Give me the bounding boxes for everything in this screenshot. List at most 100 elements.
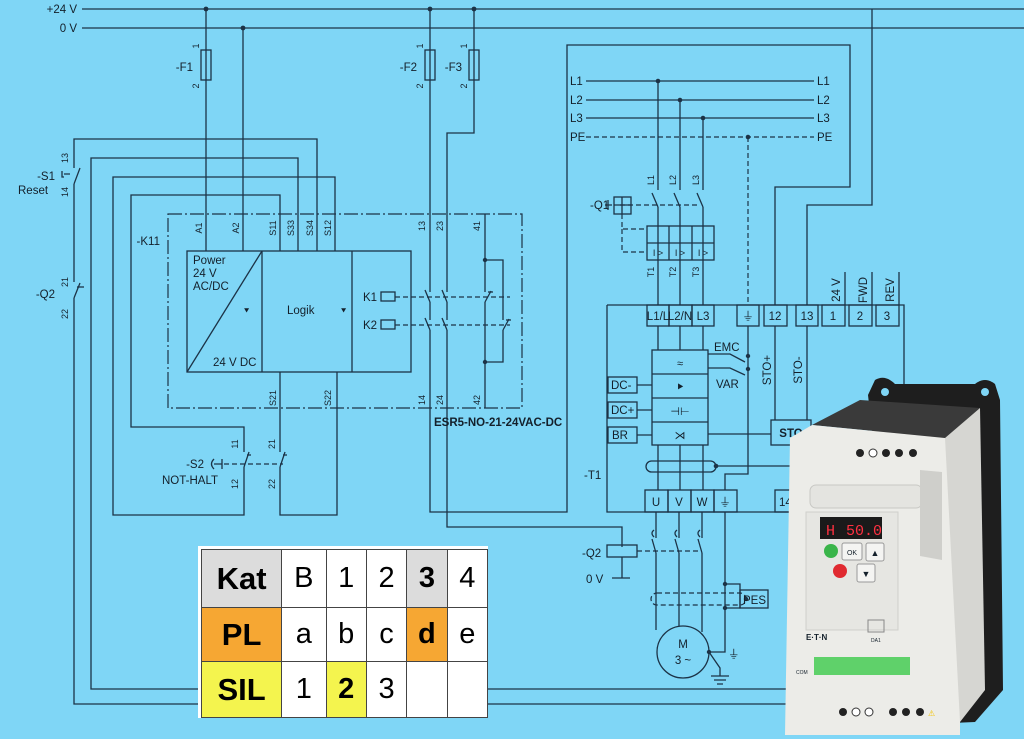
cable-shield xyxy=(650,592,747,606)
ferrite-ring xyxy=(645,460,717,473)
terminal-label: 3 xyxy=(884,311,890,323)
motor-circuit: -Q2 0 V PES M 3 ~ ⏚ xyxy=(582,512,769,685)
led-icon: ⯆ xyxy=(340,306,347,316)
trip-label: I > xyxy=(675,248,685,258)
table-cell: 3 xyxy=(406,549,448,608)
pin-label: 2 xyxy=(191,83,201,88)
rectifier-icon: ⯈ xyxy=(676,382,685,394)
ok-label: OK xyxy=(847,550,857,557)
dc-minus-label: DC- xyxy=(611,380,632,392)
rail-0v-label: 0 V xyxy=(60,23,78,35)
motor-label: M xyxy=(678,639,688,651)
capacitor-icon: ⊣⊢ xyxy=(670,406,689,418)
relay-tag: -K11 xyxy=(137,236,160,248)
pin-label: 11 xyxy=(230,439,240,448)
pin-label: 13 xyxy=(60,153,70,163)
supply-rails: +24 V 0 V xyxy=(47,4,1024,35)
start-button[interactable] xyxy=(824,544,838,558)
pin-label: L2 xyxy=(668,175,678,185)
switch-labels: -S1 Reset 13 14 -Q2 21 22 -S2 NOT-HALT 1… xyxy=(18,153,277,489)
drive-device-photo: H 50.0 OK ▲ ▼ E·T·N DA1 COM ⚠ xyxy=(785,377,1003,735)
relay-power-label: Power xyxy=(193,255,226,267)
terminal-v: V xyxy=(675,497,683,509)
phase-label: L2 xyxy=(817,95,830,107)
up-button[interactable] xyxy=(865,542,885,562)
pin-label: S12 xyxy=(323,220,333,236)
pin-label: 2 xyxy=(459,83,469,88)
contactor-tag: -Q2 xyxy=(582,548,601,560)
ok-button[interactable] xyxy=(841,542,863,561)
s2-label: -S2 xyxy=(186,459,204,471)
com-label: COM xyxy=(796,670,808,676)
control-terminal-strip xyxy=(814,657,910,675)
s2-sub-label: NOT-HALT xyxy=(162,475,218,487)
pin-label: 13 xyxy=(417,221,427,231)
fuse-f1-label: -F1 xyxy=(176,62,193,74)
fuse-f3-label: -F3 xyxy=(445,62,462,74)
table-cell: 4 xyxy=(446,549,489,608)
fuses: -F1 -F2 -F3 1 2 1 2 1 2 xyxy=(176,43,480,89)
led-icon: ⯆ xyxy=(243,306,250,316)
relay-power-voltage: 24 V xyxy=(193,268,217,280)
stop-button[interactable] xyxy=(833,564,847,578)
table-cell: 3 xyxy=(365,661,408,718)
pin-label: 1 xyxy=(415,43,425,48)
table-cell: b xyxy=(325,607,367,662)
pin-label: T3 xyxy=(691,267,701,278)
terminal-function: REV xyxy=(885,278,897,302)
motor-symbol xyxy=(656,625,710,679)
pin-label: 14 xyxy=(60,187,70,197)
table-cell: 1 xyxy=(325,549,367,608)
emc-label: EMC xyxy=(714,342,740,354)
sto-minus-label: STO- xyxy=(793,356,805,383)
rail-24v-label: +24 V xyxy=(47,4,78,16)
drive-display xyxy=(820,517,882,539)
pin-label: S33 xyxy=(286,220,296,236)
trip-label: I > xyxy=(698,248,708,258)
pin-label: S11 xyxy=(268,220,278,235)
table-cell: c xyxy=(365,607,408,662)
pin-label: S34 xyxy=(305,220,315,236)
pin-label: 1 xyxy=(191,43,201,48)
pin-label: 12 xyxy=(230,479,240,489)
display-mode: H xyxy=(826,523,835,540)
breaker-tag: -Q1 xyxy=(590,200,609,212)
dc-plus-label: DC+ xyxy=(611,405,635,417)
ground-icon: ⏚ xyxy=(742,310,754,323)
table-cell xyxy=(446,661,489,718)
pin-label: T2 xyxy=(668,267,678,278)
relay-power-type: AC/DC xyxy=(193,281,229,293)
relay-model: ESR5-NO-21-24VAC-DC xyxy=(434,417,562,429)
warning-icon: ⚠ xyxy=(928,709,935,718)
relay-body xyxy=(186,250,412,373)
relay-enclosure xyxy=(167,213,523,409)
terminal-w: W xyxy=(697,497,708,509)
phase-label: L3 xyxy=(817,113,830,125)
arrow-down-icon: ▼ xyxy=(862,569,871,579)
contactor-zero-label: 0 V xyxy=(586,574,604,586)
table-cell: 1 xyxy=(281,661,327,718)
trip-label: I > xyxy=(653,248,663,258)
table-cell: a xyxy=(281,607,327,662)
motor-sub-label: 3 ~ xyxy=(675,655,692,667)
phase-label: L3 xyxy=(570,113,583,125)
pin-label: 2 xyxy=(415,83,425,88)
relay-dc-label: 24 V DC xyxy=(213,357,256,369)
table-cell xyxy=(406,661,448,718)
terminal-label: 12 xyxy=(769,311,782,323)
coil-k2-label: K2 xyxy=(363,320,377,332)
down-button[interactable] xyxy=(856,563,876,583)
table-cell: d xyxy=(406,607,448,662)
brand-logo: E·T·N xyxy=(806,633,828,642)
terminal-label: 1 xyxy=(830,311,836,323)
pin-label: 14 xyxy=(417,395,427,405)
ground-icon: ⏚ xyxy=(728,648,740,661)
table-cell: 2 xyxy=(325,661,367,718)
row-header: Kat xyxy=(200,549,283,608)
pin-label: L1 xyxy=(646,175,656,185)
